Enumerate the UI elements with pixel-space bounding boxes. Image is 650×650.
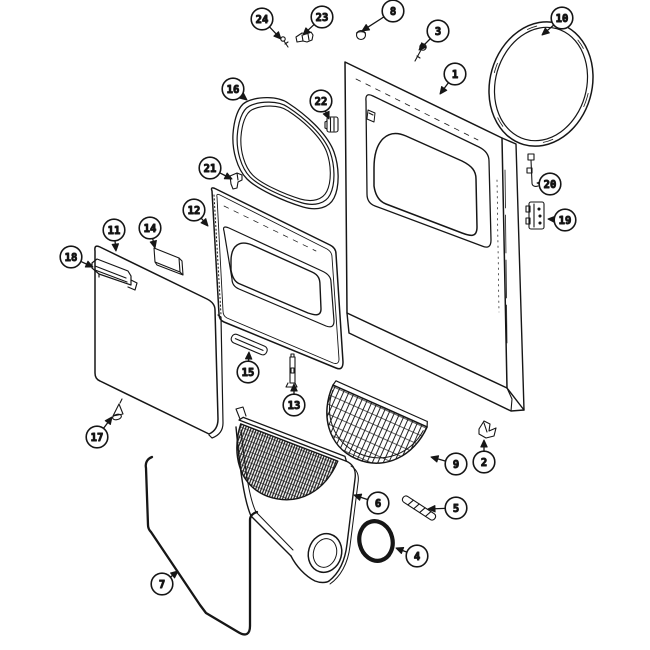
callout-number-6: 6 <box>375 498 381 510</box>
plug-button <box>355 29 367 41</box>
clip-21 <box>229 172 243 190</box>
callout-circle-9 <box>444 452 468 476</box>
callout-circle-1 <box>443 62 467 86</box>
callout-11: 11 <box>102 218 126 252</box>
callout-circle-13 <box>282 393 306 417</box>
door-strike-strip <box>230 333 268 356</box>
callout-circle-2 <box>472 450 496 474</box>
callout-number-19: 19 <box>559 215 572 227</box>
callout-number-23: 23 <box>316 12 329 24</box>
callout-number-22: 22 <box>315 96 328 108</box>
callout-circle-3 <box>426 19 450 43</box>
callout-number-20: 20 <box>544 179 557 191</box>
outer-door-panel <box>94 245 224 439</box>
callout-circle-7 <box>150 572 174 596</box>
door-seal-ring <box>488 21 594 147</box>
callout-23: 23 <box>302 5 334 36</box>
callout-number-12: 12 <box>188 205 201 217</box>
callout-circle-16 <box>221 77 245 101</box>
callout-12: 12 <box>182 198 209 227</box>
callout-circle-11 <box>102 218 126 242</box>
wire-harness <box>144 455 259 636</box>
hinge-bracket <box>526 153 539 187</box>
callout-number-14: 14 <box>144 223 157 235</box>
callout-circle-14 <box>138 216 162 240</box>
callout-circle-8 <box>381 0 405 23</box>
window-gasket <box>232 96 339 210</box>
callout-5: 5 <box>427 496 468 520</box>
callout-circle-5 <box>444 496 468 520</box>
callout-number-17: 17 <box>91 432 104 444</box>
callout-number-1: 1 <box>452 69 458 81</box>
callout-circle-19 <box>553 208 577 232</box>
callout-number-18: 18 <box>65 252 78 264</box>
front-panel <box>344 61 525 412</box>
callout-13: 13 <box>282 383 306 417</box>
callout-circle-4 <box>405 544 429 568</box>
callout-circle-10 <box>550 6 574 30</box>
inner-door-panel <box>210 187 344 370</box>
hinge-plate <box>525 201 545 230</box>
callout-number-13: 13 <box>288 400 301 412</box>
callout-22: 22 <box>309 89 333 120</box>
callout-number-24: 24 <box>256 14 269 26</box>
callout-19: 19 <box>547 208 577 232</box>
callout-1: 1 <box>439 62 467 95</box>
callout-circle-17 <box>85 425 109 449</box>
callout-15: 15 <box>236 351 260 384</box>
callout-number-11: 11 <box>108 225 121 237</box>
callout-24: 24 <box>250 7 282 40</box>
hinge-pin <box>401 495 437 521</box>
callout-number-2: 2 <box>481 457 487 469</box>
callout-circle-12 <box>182 198 206 222</box>
clip-2 <box>478 420 497 439</box>
lint-duct-assembly <box>235 406 359 585</box>
door-handle <box>91 258 138 291</box>
callout-20: 20 <box>536 172 562 196</box>
callout-number-5: 5 <box>453 503 459 515</box>
callout-circle-24 <box>250 7 274 31</box>
callout-9: 9 <box>430 452 468 476</box>
roller-22 <box>324 116 339 133</box>
screw-17 <box>112 398 124 421</box>
callout-number-4: 4 <box>414 551 420 563</box>
callout-number-7: 7 <box>159 579 165 591</box>
callout-circle-15 <box>236 360 260 384</box>
callout-3: 3 <box>418 19 450 51</box>
callout-2: 2 <box>472 439 496 474</box>
callout-circle-20 <box>538 172 562 196</box>
callout-21: 21 <box>198 156 233 180</box>
callout-number-21: 21 <box>204 163 217 175</box>
callout-number-10: 10 <box>556 13 569 25</box>
nameplate <box>153 247 184 276</box>
callout-10: 10 <box>541 6 574 36</box>
callout-circle-18 <box>59 245 83 269</box>
callout-4: 4 <box>395 544 429 568</box>
callout-8: 8 <box>361 0 405 32</box>
callout-circle-22 <box>309 89 333 113</box>
half-moon-grille <box>326 380 428 464</box>
callout-18: 18 <box>59 245 94 269</box>
callout-circle-21 <box>198 156 222 180</box>
callout-number-9: 9 <box>453 459 459 471</box>
callout-14: 14 <box>138 216 162 249</box>
callout-number-16: 16 <box>227 84 240 96</box>
callout-circle-23 <box>310 5 334 29</box>
screw-24 <box>280 36 289 48</box>
o-ring-seal <box>357 519 395 563</box>
callout-17: 17 <box>85 416 113 449</box>
callout-7: 7 <box>150 570 179 596</box>
callout-6: 6 <box>353 491 390 515</box>
callout-16: 16 <box>221 77 248 101</box>
callout-circle-6 <box>366 491 390 515</box>
callout-number-3: 3 <box>435 26 441 38</box>
callout-number-8: 8 <box>390 6 396 18</box>
callout-number-15: 15 <box>242 367 255 379</box>
door-catch <box>285 353 298 388</box>
